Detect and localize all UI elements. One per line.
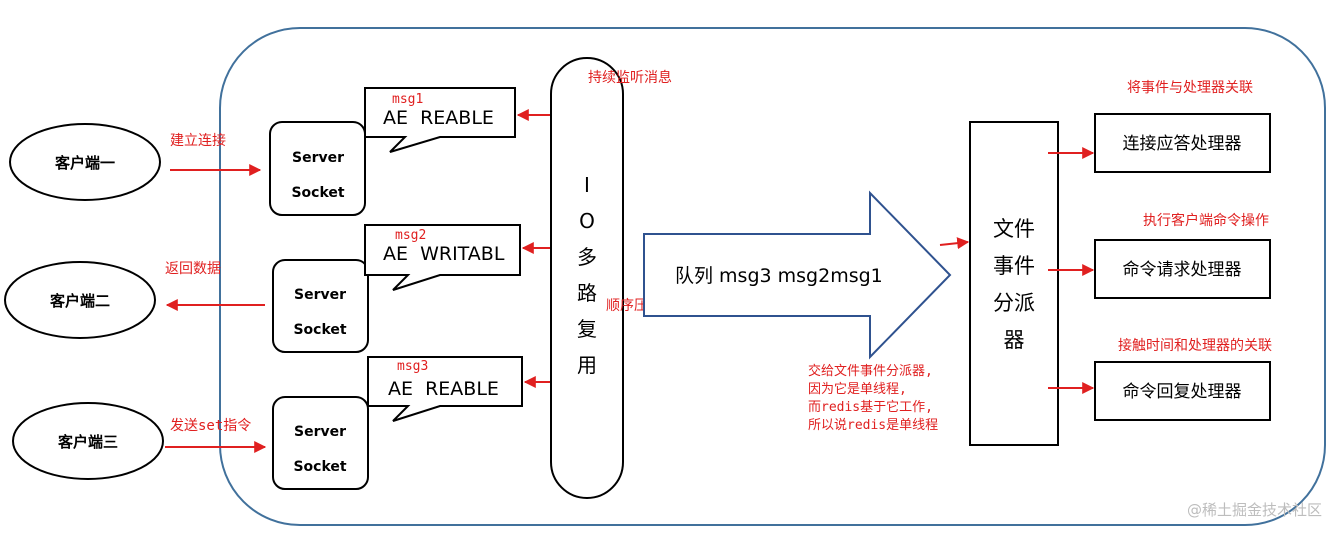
handler-2-box [1094, 239, 1271, 299]
io-char-5: 复 [577, 317, 597, 341]
io-char-1: I [584, 173, 590, 197]
io-char-3: 多 [577, 245, 597, 269]
client-2: 客户端二 [4, 261, 156, 339]
event-callout-2-event: AE WRITABL [383, 243, 505, 265]
event-callout-3-msg: msg3 [397, 359, 428, 374]
io-char-6: 用 [577, 353, 597, 377]
listen-note: 持续监听消息 [588, 69, 672, 86]
dispatcher-char-4: 器 [1004, 328, 1025, 352]
event-callout-2: msg2 AE WRITABL [364, 224, 521, 291]
event-callout-3: msg3 AE REABLE [367, 356, 523, 422]
client-3: 客户端三 [12, 402, 164, 480]
dispatcher-note-line-1: 交给文件事件分派器, [808, 363, 933, 379]
server-socket-2-line1: Server [294, 287, 346, 303]
client-1: 客户端一 [9, 123, 161, 201]
dispatcher-char-2: 事件 [993, 254, 1035, 278]
event-callout-3-shape [367, 356, 523, 422]
client-1-label: 客户端一 [54, 154, 115, 172]
client-3-ellipse [12, 402, 164, 480]
queue-label: 队列 msg3 msg2msg1 [675, 265, 883, 287]
server-socket-3-line2: Socket [293, 459, 346, 475]
redis-server-container [219, 27, 1326, 526]
server-socket-2-box [272, 259, 369, 353]
io-multiplexer: I O 多 路 复 用 [550, 57, 624, 499]
event-callout-2-shape [364, 224, 521, 291]
command-reply-handler: 命令回复处理器 [1094, 361, 1271, 421]
client-3-label: 客户端三 [57, 433, 118, 451]
dispatcher-char-1: 文件 [993, 217, 1035, 241]
queue-arrow: 队列 msg3 msg2msg1 [643, 190, 952, 360]
handler-1-note: 将事件与处理器关联 [1127, 80, 1253, 96]
event-callout-3-event: AE REABLE [388, 378, 499, 400]
client-2-label: 客户端二 [49, 292, 110, 310]
client-2-ellipse [4, 261, 156, 339]
connect-label: 建立连接 [170, 132, 226, 149]
event-callout-1-shape [364, 87, 516, 153]
dispatcher-note: 交给文件事件分派器, 因为它是单线程, 而redis基于它工作, 所以说redi… [808, 363, 938, 433]
io-multiplexer-pill [550, 57, 624, 499]
watermark: @稀土掘金技术社区 [1187, 501, 1322, 519]
event-callout-2-msg: msg2 [395, 228, 426, 243]
handler-1-box [1094, 113, 1271, 173]
event-callout-1: msg1 AE REABLE [364, 87, 516, 153]
queue-arrow-shape [643, 190, 952, 360]
command-request-handler: 命令请求处理器 [1094, 239, 1271, 299]
server-socket-1-line2: Socket [291, 185, 344, 201]
send-label: 发送set指令 [170, 418, 251, 434]
handler-3-box [1094, 361, 1271, 421]
handler-2-note: 执行客户端命令操作 [1143, 212, 1269, 229]
server-socket-3: Server Socket [272, 396, 369, 490]
dispatcher-box [969, 121, 1059, 446]
handler-2-label: 命令请求处理器 [1123, 260, 1242, 280]
queue-to-dispatcher-arrow [939, 237, 970, 250]
handler-3-label: 命令回复处理器 [1123, 382, 1242, 402]
io-char-2: O [579, 209, 595, 233]
file-event-dispatcher: 文件 事件 分派 器 [969, 121, 1059, 446]
dispatcher-note-line-2: 因为它是单线程, [808, 381, 907, 397]
server-socket-2-line2: Socket [293, 322, 346, 338]
connect-accept-handler: 连接应答处理器 [1094, 113, 1271, 173]
server-socket-1-box [269, 121, 366, 216]
server-socket-3-box [272, 396, 369, 490]
server-socket-1: Server Socket [269, 121, 366, 216]
event-callout-1-msg: msg1 [392, 92, 423, 107]
return-label: 返回数据 [165, 261, 221, 277]
server-socket-3-line1: Server [294, 424, 346, 440]
handler-3-note: 接触时间和处理器的关联 [1118, 337, 1272, 354]
server-socket-2: Server Socket [272, 259, 369, 353]
event-callout-1-event: AE REABLE [383, 107, 494, 129]
dispatcher-note-line-4: 所以说redis是单线程 [808, 418, 938, 433]
dispatcher-note-line-3: 而redis基于它工作, [808, 399, 933, 415]
client-1-ellipse [9, 123, 161, 201]
server-socket-1-line1: Server [292, 150, 344, 166]
handler-1-label: 连接应答处理器 [1123, 134, 1242, 154]
io-char-4: 路 [577, 281, 597, 305]
dispatcher-char-3: 分派 [993, 291, 1035, 315]
